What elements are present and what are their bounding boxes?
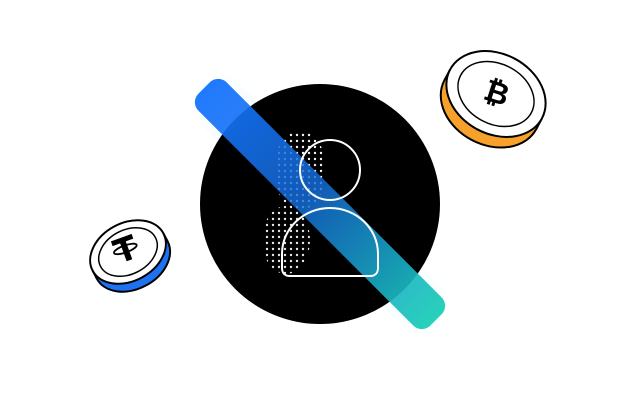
slash-bar <box>194 78 446 330</box>
bitcoin-coin-icon <box>439 50 547 149</box>
user-icon <box>281 139 379 277</box>
tether-symbol <box>110 233 138 262</box>
